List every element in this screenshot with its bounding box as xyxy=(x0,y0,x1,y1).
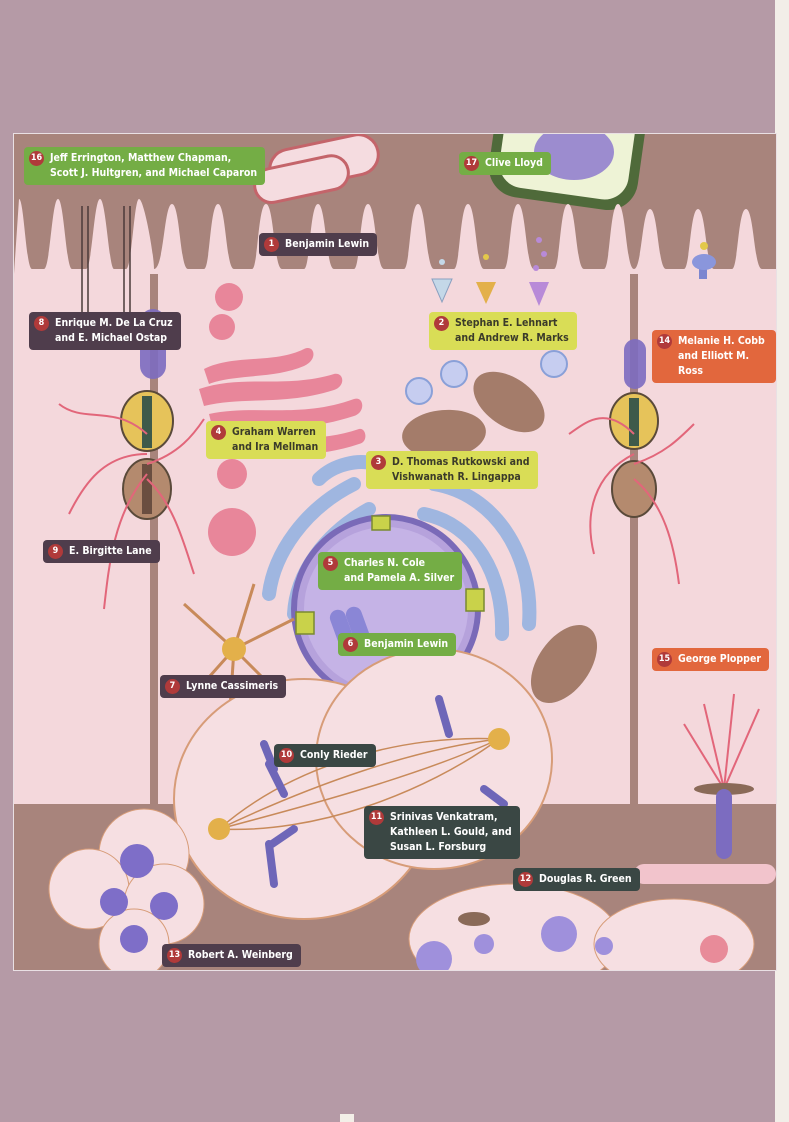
bacteria xyxy=(253,134,380,204)
label-15: 15 George Plopper xyxy=(652,648,770,671)
label-number: 1 xyxy=(264,237,279,252)
junctions-right xyxy=(609,339,659,518)
label-text: Benjamin Lewin xyxy=(364,638,449,650)
cell-diagram: 16 Jeff Errington, Matthew Chapman, Scot… xyxy=(13,133,777,971)
label-16: 16 Jeff Errington, Matthew Chapman, Scot… xyxy=(24,147,266,185)
label-4: 4 Graham Warren and Ira Mellman xyxy=(206,421,327,459)
label-text: Benjamin Lewin xyxy=(285,238,370,250)
label-text: Robert A. Weinberg xyxy=(188,949,293,961)
label-13: 13 Robert A. Weinberg xyxy=(162,944,301,967)
label-text: George Plopper xyxy=(678,653,762,665)
mitochondria xyxy=(402,371,598,704)
label-text: Melanie H. Cobb and Elliott M. Ross xyxy=(678,335,765,377)
intermediate-filaments xyxy=(58,403,695,610)
label-number: 8 xyxy=(34,316,49,331)
label-number: 15 xyxy=(657,652,672,667)
label-text: Srinivas Venkatram, Kathleen L. Gould, a… xyxy=(390,811,512,853)
label-17: 17 Clive Lloyd xyxy=(459,152,551,175)
label-1: 1 Benjamin Lewin xyxy=(259,233,378,256)
label-text: Charles N. Cole and Pamela A. Silver xyxy=(344,557,455,584)
label-text: Clive Lloyd xyxy=(485,157,543,169)
label-7: 7 Lynne Cassimeris xyxy=(160,675,287,698)
label-8: 8 Enrique M. De La Cruz and E. Michael O… xyxy=(29,312,181,350)
label-text: E. Birgitte Lane xyxy=(69,545,152,557)
label-number: 10 xyxy=(279,748,294,763)
label-number: 6 xyxy=(343,637,358,652)
label-number: 3 xyxy=(371,455,386,470)
label-12: 12 Douglas R. Green xyxy=(513,868,640,891)
label-number: 7 xyxy=(165,679,180,694)
label-2: 2 Stephan E. Lehnart and Andrew R. Marks xyxy=(429,312,577,350)
label-number: 17 xyxy=(464,156,479,171)
label-5: 5 Charles N. Cole and Pamela A. Silver xyxy=(318,552,463,590)
cell-cluster-bottom xyxy=(48,808,755,970)
label-text: Lynne Cassimeris xyxy=(186,680,279,692)
page-edge xyxy=(775,0,789,1122)
ion-channels xyxy=(431,237,549,306)
label-number: 5 xyxy=(323,556,338,571)
label-number: 13 xyxy=(167,948,182,963)
label-11: 11 Srinivas Venkatram, Kathleen L. Gould… xyxy=(364,806,520,859)
label-text: Conly Rieder xyxy=(300,749,368,761)
label-number: 2 xyxy=(434,316,449,331)
label-text: Jeff Errington, Matthew Chapman, Scott J… xyxy=(50,152,258,179)
label-text: D. Thomas Rutkowski and Vishwanath R. Li… xyxy=(392,456,530,483)
receptor xyxy=(692,242,716,279)
label-14: 14 Melanie H. Cobb and Elliott M. Ross xyxy=(652,330,776,383)
label-text: Graham Warren and Ira Mellman xyxy=(232,426,319,453)
page-mark xyxy=(340,1114,354,1122)
vesicles xyxy=(405,350,568,405)
label-text: Stephan E. Lehnart and Andrew R. Marks xyxy=(455,317,569,344)
label-text: Enrique M. De La Cruz and E. Michael Ost… xyxy=(55,317,173,344)
label-number: 16 xyxy=(29,151,44,166)
integrin xyxy=(634,693,776,884)
label-number: 12 xyxy=(518,872,533,887)
label-10: 10 Conly Rieder xyxy=(274,744,376,767)
label-3: 3 D. Thomas Rutkowski and Vishwanath R. … xyxy=(366,451,538,489)
label-6: 6 Benjamin Lewin xyxy=(338,633,457,656)
label-number: 11 xyxy=(369,810,384,825)
label-number: 14 xyxy=(657,334,672,349)
label-text: Douglas R. Green xyxy=(539,873,632,885)
label-9: 9 E. Birgitte Lane xyxy=(43,540,160,563)
label-number: 9 xyxy=(48,544,63,559)
nuclear-pores xyxy=(295,515,485,635)
label-number: 4 xyxy=(211,425,226,440)
